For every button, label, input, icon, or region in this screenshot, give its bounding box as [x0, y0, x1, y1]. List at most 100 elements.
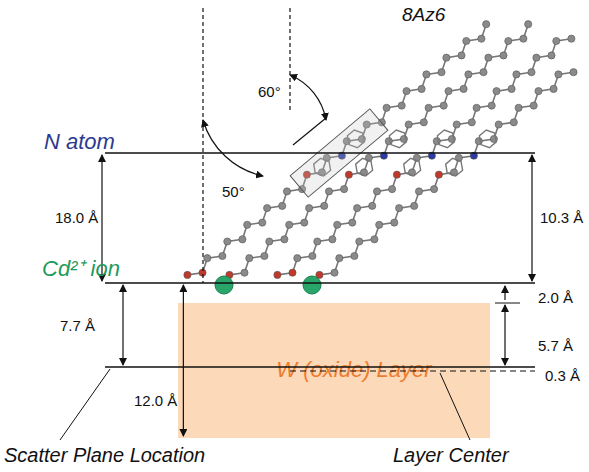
plane-label: Scatter Plane Location — [4, 445, 205, 465]
atom — [555, 71, 562, 78]
atom — [389, 186, 396, 193]
atom — [550, 85, 557, 92]
atom — [241, 269, 248, 276]
benzene-ring — [437, 130, 454, 148]
benzene-ring — [356, 158, 373, 176]
atom — [391, 219, 398, 226]
atom — [485, 54, 492, 61]
atom — [314, 238, 321, 245]
atom — [309, 252, 316, 259]
atom — [445, 88, 452, 95]
cd-ion — [215, 276, 233, 294]
atom — [460, 85, 467, 92]
atom — [259, 219, 266, 226]
atom — [246, 255, 253, 262]
dimension: 2.0 Å — [538, 290, 573, 305]
atom — [520, 35, 527, 42]
atom — [483, 21, 490, 28]
atom — [513, 71, 520, 78]
atom — [418, 85, 425, 92]
atom — [493, 88, 500, 95]
atom — [354, 205, 361, 212]
atom — [283, 188, 290, 195]
atom — [478, 35, 485, 42]
atom — [535, 88, 542, 95]
atom — [480, 69, 487, 76]
atom — [371, 236, 378, 243]
molecule-name: 8Az6 — [402, 5, 445, 24]
atom — [515, 104, 522, 111]
atom — [495, 121, 502, 128]
benzene-ring — [389, 130, 406, 148]
atom — [281, 236, 288, 243]
atom — [440, 102, 447, 109]
atom — [435, 171, 442, 178]
atom — [411, 202, 418, 209]
atom — [458, 52, 465, 59]
dim-arrow — [504, 305, 505, 365]
atom — [500, 52, 507, 59]
normal-line — [202, 8, 203, 283]
dimension: 5.7 Å — [538, 338, 573, 353]
atom — [510, 119, 517, 126]
atom — [334, 221, 341, 228]
chain-bond — [229, 24, 528, 275]
benzene-ring — [404, 158, 421, 176]
cd-ion — [303, 276, 321, 294]
ion-label: Cd²⁺ ion — [42, 258, 120, 280]
atom — [369, 202, 376, 209]
n-line — [105, 152, 535, 154]
atom — [568, 35, 575, 42]
atom — [425, 104, 432, 111]
atom — [345, 171, 352, 178]
atom — [261, 252, 268, 259]
atom — [488, 102, 495, 109]
atom — [423, 71, 430, 78]
angle-arc — [203, 120, 263, 176]
tick — [495, 303, 520, 304]
atom — [431, 186, 438, 193]
atom — [396, 205, 403, 212]
atom — [528, 69, 535, 76]
scatter-line — [105, 366, 535, 368]
atom — [393, 171, 400, 178]
atom-label: N atom — [44, 131, 115, 153]
atom — [289, 269, 296, 276]
normal-line — [293, 118, 326, 145]
atom — [453, 121, 460, 128]
dim-arrow — [122, 285, 123, 365]
angle-label: 60° — [258, 84, 281, 99]
atom — [331, 269, 338, 276]
angle-label: 50° — [222, 184, 245, 199]
atom — [570, 69, 577, 76]
atom — [244, 221, 251, 228]
atom — [508, 85, 515, 92]
plane-label: Layer Center — [393, 445, 509, 465]
atom — [301, 219, 308, 226]
benzene-ring — [479, 130, 496, 148]
dim-arrow — [504, 286, 505, 300]
atom — [321, 202, 328, 209]
atom — [505, 37, 512, 44]
atom — [443, 54, 450, 61]
benzene-ring — [446, 158, 463, 176]
chain-bond — [277, 39, 571, 275]
atom — [465, 71, 472, 78]
atom — [530, 102, 537, 109]
atom — [463, 37, 470, 44]
chain-bond — [187, 24, 486, 275]
dim-arrow — [183, 285, 184, 436]
atom — [204, 255, 211, 262]
dimension: 12.0 Å — [134, 393, 177, 408]
center-line — [290, 370, 535, 371]
atom — [405, 121, 412, 128]
atom — [286, 221, 293, 228]
dimension: 18.0 Å — [55, 210, 98, 225]
atom — [306, 205, 313, 212]
atom — [420, 119, 427, 126]
atom — [329, 236, 336, 243]
atom — [438, 69, 445, 76]
atom — [525, 21, 532, 28]
atom — [548, 52, 555, 59]
